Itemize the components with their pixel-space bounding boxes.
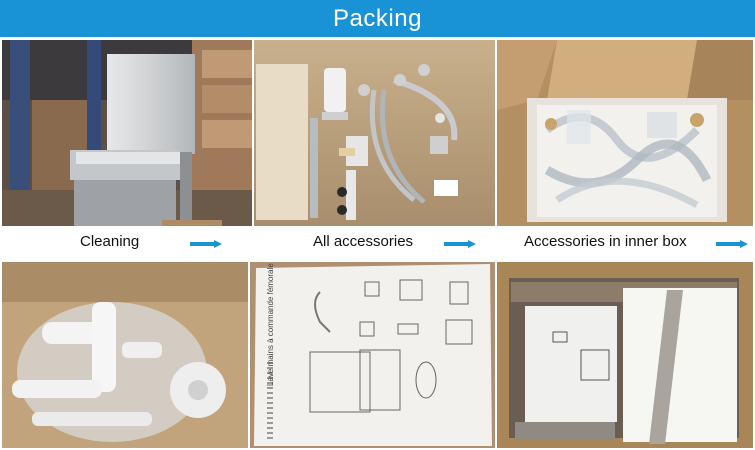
photo-plastic-parts xyxy=(2,262,248,448)
right-arrow-icon xyxy=(190,240,222,248)
right-arrow-icon xyxy=(716,240,748,248)
caption-all-accessories: All accessories xyxy=(313,233,414,250)
photo-sink-warehouse xyxy=(2,40,252,226)
header-banner: Packing xyxy=(0,0,755,37)
manual-title: Lave mains à commande fémorale xyxy=(266,263,275,386)
photo-instruction-manual: Lave mains à commande fémorale xyxy=(250,262,495,448)
photo-inner-box xyxy=(497,40,753,226)
page-title: Packing xyxy=(333,4,422,32)
caption-inner-box: Accessories in inner box xyxy=(524,233,687,250)
caption-cleaning: Cleaning xyxy=(80,233,140,250)
photo-all-accessories xyxy=(254,40,495,226)
caption-row: Cleaning All accessories Accessories in … xyxy=(0,229,755,257)
photo-packed-box xyxy=(497,262,753,448)
right-arrow-icon xyxy=(444,240,476,248)
